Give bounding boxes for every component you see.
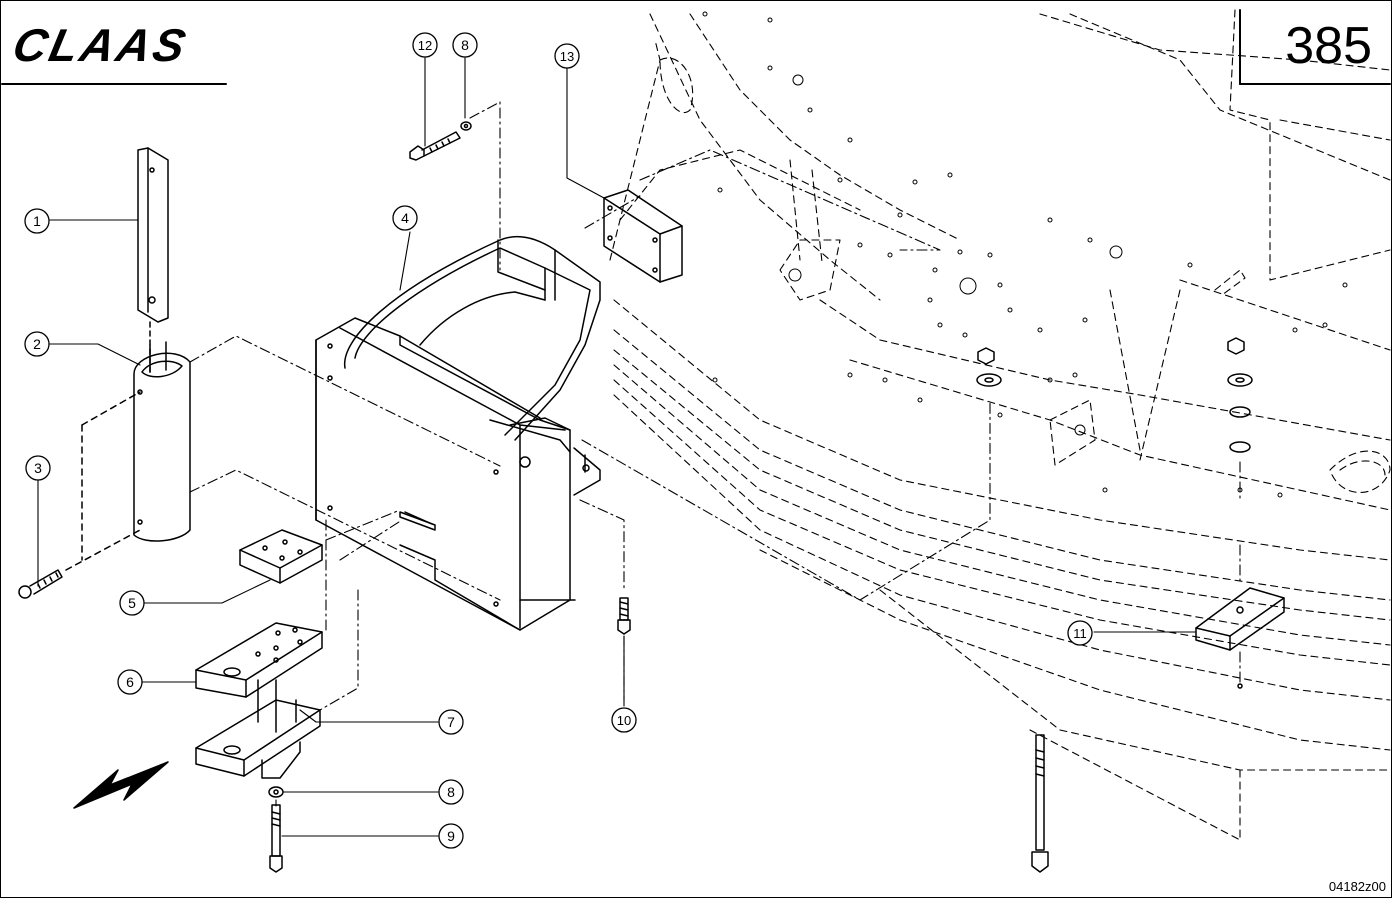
callout-13: 13 (560, 49, 574, 64)
frame-holes (702, 11, 1348, 498)
callout-11: 11 (1073, 626, 1087, 641)
part-8-washer-bottom (268, 786, 284, 798)
callout-9: 9 (447, 828, 455, 844)
part-7-plate (195, 679, 321, 779)
part-2-tube (133, 341, 191, 542)
nut-and-washer-stack (976, 337, 1253, 873)
machine-frame-dashed (609, 9, 1391, 841)
part-12-bolt-top (409, 121, 472, 161)
direction-arrow (73, 761, 169, 809)
part-11-block (1195, 587, 1285, 689)
part-5-plate (239, 529, 323, 584)
callout-3: 3 (34, 460, 42, 476)
part-9-bolt-bottom (269, 804, 283, 873)
callout-8-bottom: 8 (447, 784, 455, 800)
callout-circles (24, 32, 1093, 849)
callout-labels: 1 2 3 4 5 6 7 8 8 9 10 11 12 13 (33, 37, 1087, 844)
part-3-bolt (18, 391, 141, 599)
part-1-flat-bar (137, 147, 169, 373)
assembly-lines (189, 101, 1241, 807)
part-6-plate (195, 622, 323, 698)
leader-lines (37, 57, 1197, 837)
part-10-bolt (617, 597, 631, 635)
callout-5: 5 (128, 595, 136, 611)
callout-2: 2 (33, 336, 41, 352)
part-13-block (603, 189, 683, 283)
callout-1: 1 (33, 213, 41, 229)
callout-7: 7 (447, 714, 455, 730)
callout-12: 12 (418, 38, 432, 53)
callout-10: 10 (617, 713, 631, 728)
callout-6: 6 (126, 674, 134, 690)
part-4-weight-box (315, 236, 601, 631)
callout-8-top: 8 (461, 37, 469, 53)
callout-4: 4 (401, 210, 409, 226)
page-number: 385 (1285, 17, 1372, 75)
drawing-id: 04182z00 (1328, 879, 1386, 894)
